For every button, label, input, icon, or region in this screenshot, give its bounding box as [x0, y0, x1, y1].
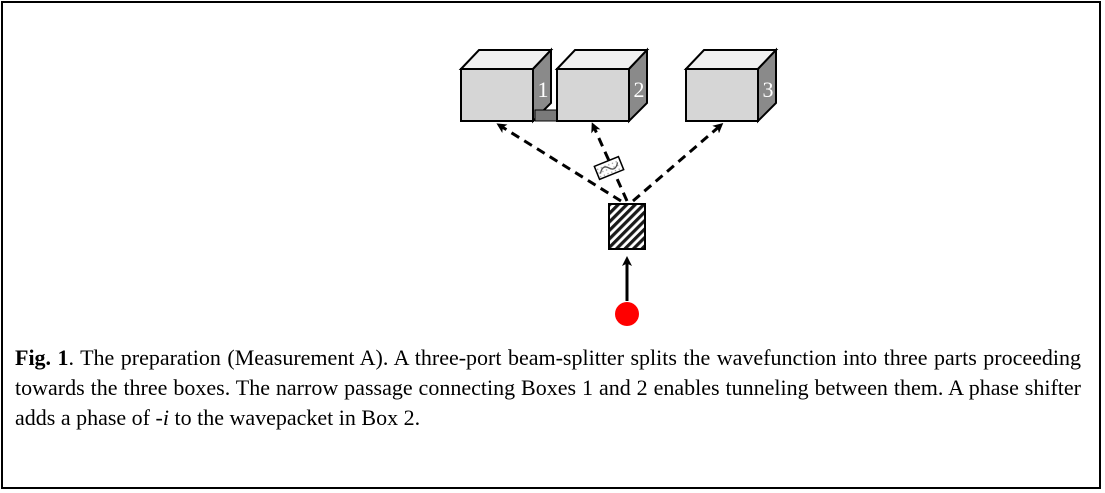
caption-text: . The preparation (Measurement A). A thr… — [15, 345, 1081, 430]
caption-text-end: to the wavepacket in Box 2. — [168, 405, 421, 430]
figure-label: Fig. 1 — [15, 345, 69, 370]
box-3: 3 — [683, 47, 779, 124]
beam-path-to-box-3 — [632, 123, 724, 203]
phase-value: -i — [155, 405, 169, 430]
box-1: 1 — [458, 47, 554, 124]
box-1-front — [460, 68, 534, 122]
beam-splitter — [608, 203, 646, 250]
box-3-front — [685, 68, 759, 122]
box-1-label: 1 — [538, 77, 549, 102]
experiment-diagram: 1 2 3 — [458, 47, 779, 326]
box-2-label: 2 — [634, 77, 645, 102]
box-3-label: 3 — [763, 77, 774, 102]
figure-caption: Fig. 1. The preparation (Measurement A).… — [15, 343, 1081, 433]
particle — [615, 302, 639, 326]
tunneling-passage — [534, 109, 558, 122]
phase-shifter — [593, 155, 625, 181]
phase-wave-icon — [599, 162, 619, 174]
beam-path-to-box-1 — [496, 123, 622, 203]
box-2-front — [556, 68, 630, 122]
box-2: 2 — [554, 47, 650, 124]
